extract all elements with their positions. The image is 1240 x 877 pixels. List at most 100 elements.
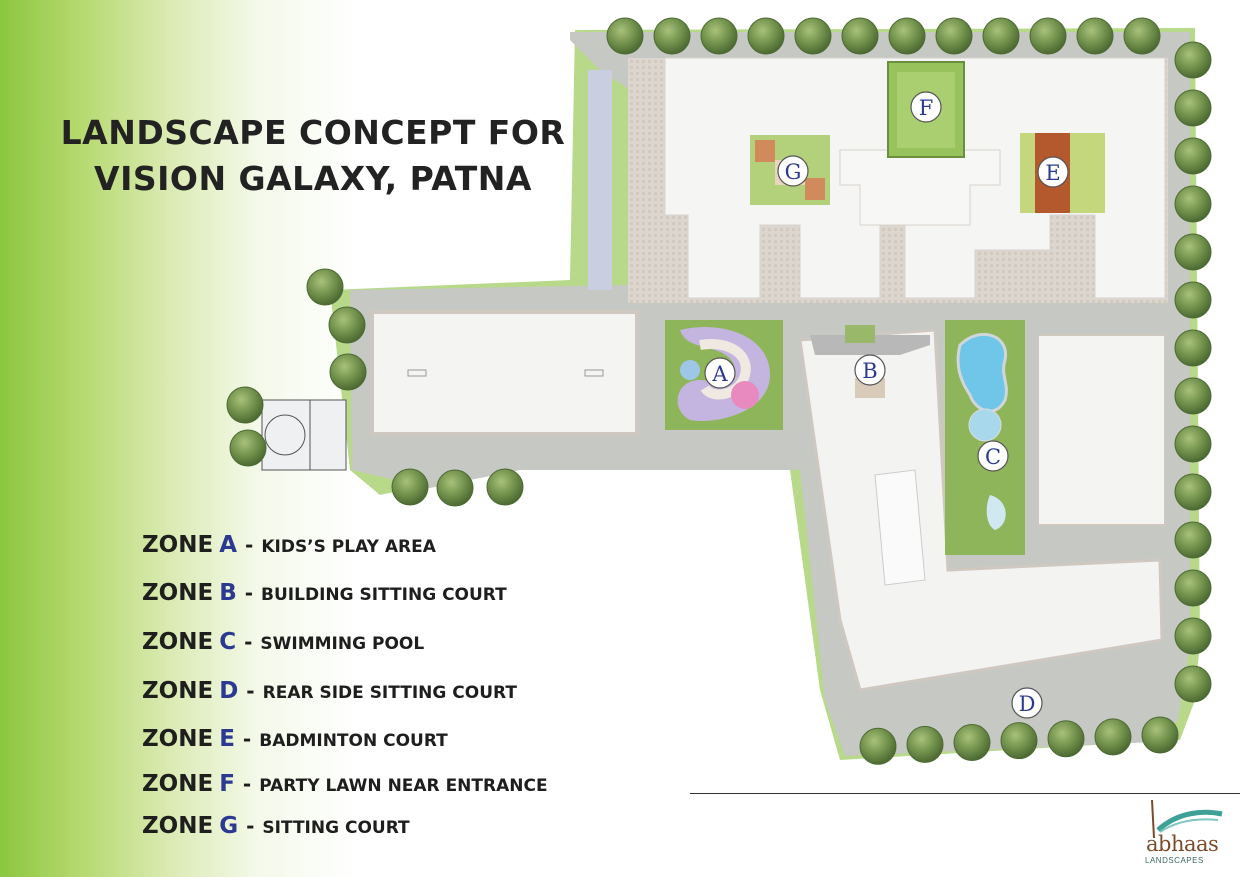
tree-icon xyxy=(1000,722,1038,760)
zone-g-seating xyxy=(755,140,775,162)
tree-icon xyxy=(653,17,691,55)
tree-icon xyxy=(328,306,366,344)
marker-label: G xyxy=(785,160,802,184)
tree-icon xyxy=(329,353,367,391)
west-building-vent xyxy=(584,369,604,377)
zone-b-planter xyxy=(845,325,875,343)
west-building-vent xyxy=(407,369,427,377)
tree-icon xyxy=(1047,720,1085,758)
tree-icon xyxy=(1174,281,1212,319)
drive-strip xyxy=(588,70,612,290)
tree-icon xyxy=(1174,185,1212,223)
zone-marker-e: E xyxy=(1037,156,1069,188)
tree-icon xyxy=(1174,41,1212,79)
tree-icon xyxy=(1123,17,1161,55)
tree-icon xyxy=(1029,17,1067,55)
tree-icon xyxy=(306,268,344,306)
zone-dash: - xyxy=(246,814,255,838)
marker-circle xyxy=(854,354,886,386)
zone-word: ZONE xyxy=(142,629,214,655)
zone-word: ZONE xyxy=(142,532,214,558)
tree-icon xyxy=(436,469,474,507)
tree-icon xyxy=(486,468,524,506)
marker-label: A xyxy=(711,362,728,386)
tree-icon xyxy=(794,17,832,55)
zone-marker-b: B xyxy=(854,354,886,386)
logo-name: abhaas xyxy=(1146,832,1219,856)
tree-icon xyxy=(1174,569,1212,607)
zone-letter: G xyxy=(219,813,239,839)
tree-icon xyxy=(935,17,973,55)
marker-circle xyxy=(704,357,736,389)
marker-label: C xyxy=(985,445,1001,469)
tree-icon xyxy=(888,17,926,55)
marker-label: F xyxy=(919,96,934,120)
zone-description: KIDS’S PLAY AREA xyxy=(261,537,436,557)
tree-icon xyxy=(1174,137,1212,175)
tree-icon xyxy=(229,429,267,467)
zone-marker-c: C xyxy=(977,440,1009,472)
sports-court xyxy=(261,399,347,471)
zone-letter: B xyxy=(219,580,237,606)
zone-word: ZONE xyxy=(142,813,214,839)
marker-circle xyxy=(910,91,942,123)
marker-circle xyxy=(977,440,1009,472)
swimming-pool xyxy=(956,332,1008,413)
tree-icon xyxy=(1174,473,1212,511)
tree-icon xyxy=(391,468,429,506)
north-building-core xyxy=(839,149,1001,226)
zone-word: ZONE xyxy=(142,726,214,752)
title-line-1: LANDSCAPE CONCEPT FOR xyxy=(60,113,566,152)
marker-circle xyxy=(1011,687,1043,719)
marker-circle xyxy=(777,155,809,187)
tree-icon xyxy=(700,17,738,55)
title-line-2: VISION GALAXY, PATNA xyxy=(94,159,532,198)
central-courtyard xyxy=(874,469,926,586)
marker-label: D xyxy=(1019,692,1036,716)
tree-icon xyxy=(841,17,879,55)
zone-dash: - xyxy=(246,679,255,703)
zone-marker-g: G xyxy=(777,155,809,187)
marker-label: B xyxy=(862,359,877,383)
zone-letter: C xyxy=(219,629,237,655)
zone-word: ZONE xyxy=(142,771,214,797)
tree-icon xyxy=(1174,377,1212,415)
zone-word: ZONE xyxy=(142,580,214,606)
east-building xyxy=(1037,334,1166,526)
zone-marker-a: A xyxy=(704,357,736,389)
zone-letter: A xyxy=(219,532,238,558)
trees xyxy=(226,17,1212,765)
tree-icon xyxy=(1094,718,1132,756)
pool-jacuzzi xyxy=(968,408,1002,442)
abhaas-logo-icon xyxy=(1151,799,1223,839)
tree-icon xyxy=(1076,17,1114,55)
west-building xyxy=(370,310,639,436)
tree-icon xyxy=(906,725,944,763)
tree-icon xyxy=(1174,425,1212,463)
zone-description: BADMINTON COURT xyxy=(259,731,448,751)
tree-icon xyxy=(1174,617,1212,655)
tree-icon xyxy=(1174,665,1212,703)
zone-description: SWIMMING POOL xyxy=(260,634,425,654)
tree-icon xyxy=(953,724,991,762)
zone-dash: - xyxy=(244,630,253,654)
page-title: LANDSCAPE CONCEPT FOR VISION GALAXY, PAT… xyxy=(58,110,568,202)
zone-g-seating xyxy=(805,178,825,200)
zone-description: REAR SIDE SITTING COURT xyxy=(262,683,517,703)
pool-water-feature xyxy=(986,495,1006,530)
zone-dash: - xyxy=(242,772,252,796)
tree-icon xyxy=(747,17,785,55)
tree-icon xyxy=(1141,716,1179,754)
zone-description: SITTING COURT xyxy=(262,818,410,838)
zone-marker-d: D xyxy=(1011,687,1043,719)
tree-icon xyxy=(982,17,1020,55)
zone-letter: E xyxy=(219,726,235,752)
tree-icon xyxy=(1174,89,1212,127)
